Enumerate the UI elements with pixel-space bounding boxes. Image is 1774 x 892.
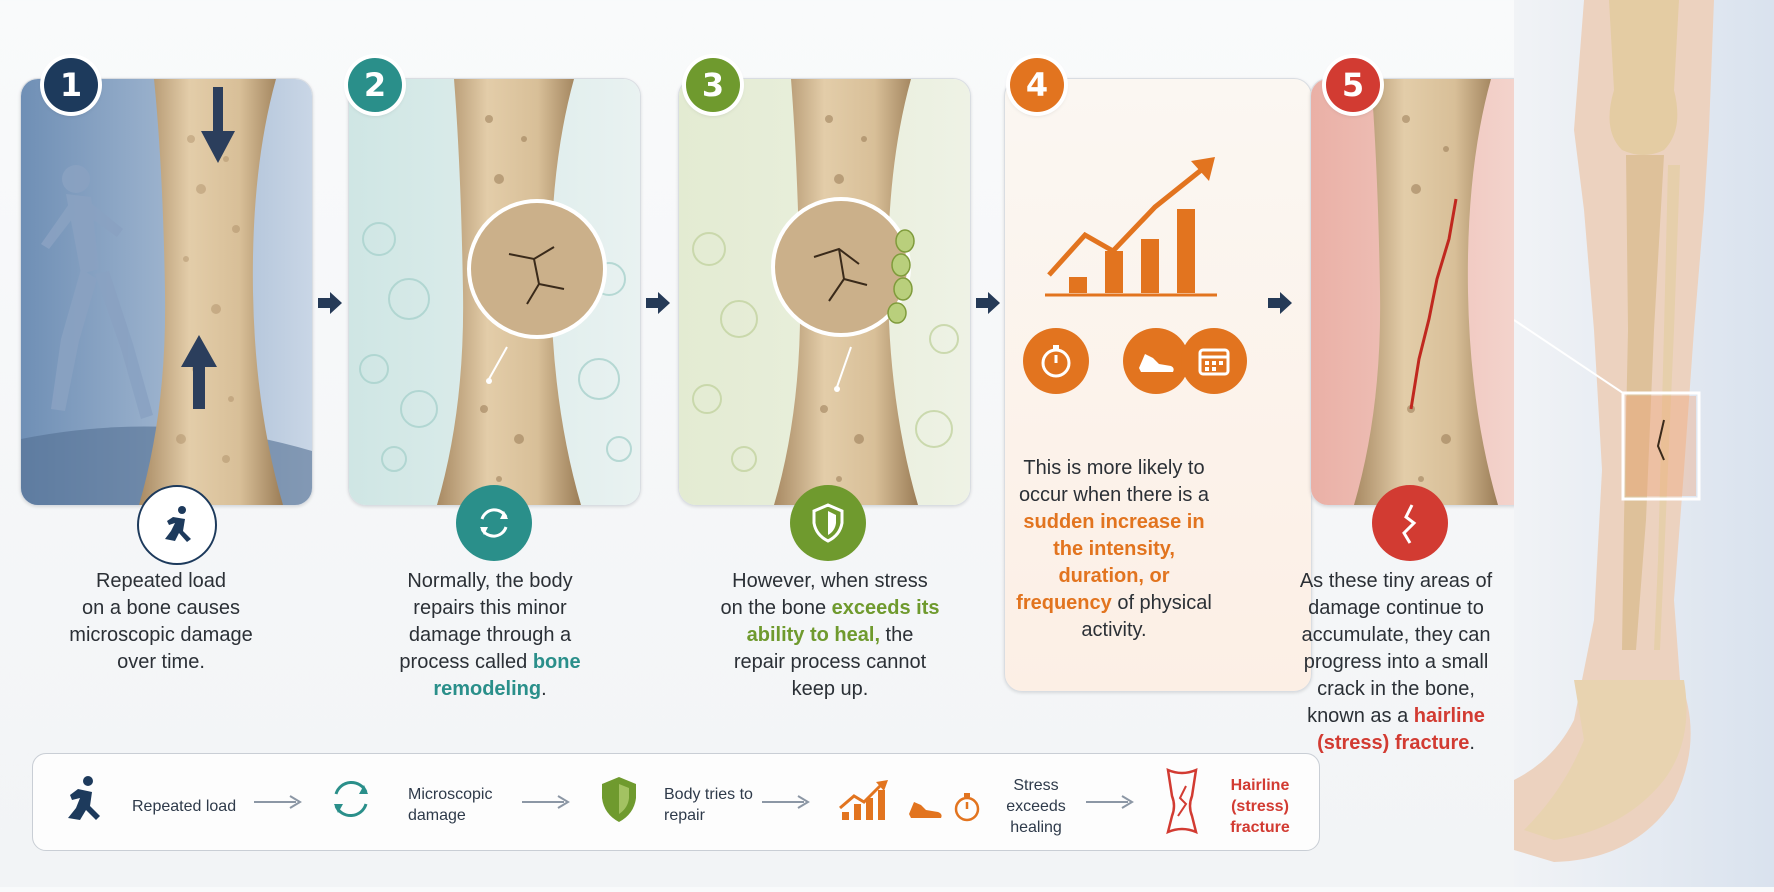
increase-chart-icon [1045,157,1217,297]
summary-arrow-1 [254,795,302,809]
summary-label-microscopic-damage: Microscopic damage [408,786,493,824]
summary-label-body-tries-repair: Body tries to repair [664,786,753,824]
panel-2-bone-remodeling [348,78,641,506]
summary-cycle-icon [334,781,368,817]
summary-arrow-2 [522,795,570,809]
step-3-caption: However, when stress on the bone exceeds… [720,570,940,700]
panel-3-exceeds-healing [678,78,971,506]
step-5-badge: 5 [1326,58,1380,112]
panel-1-bone-load [20,78,313,506]
runner-icon [137,485,217,565]
shield-icon [790,485,866,561]
summary-label-stress-exceeds-healing: Stress exceeds healing [1006,777,1066,836]
step-1-caption: Repeated load on a bone causes microscop… [69,570,253,673]
step-5-caption: As these tiny areas of damage continue t… [1299,570,1493,754]
summary-cracked-bone-icon [1166,767,1198,835]
summary-label-hairline-fracture: Hairline (stress) fracture [1230,777,1290,836]
leg-illustration [1513,0,1774,887]
arrow-step-3-to-4 [976,292,1000,314]
summary-shoe-icon [909,802,942,818]
shoe-icon [1123,328,1189,394]
summary-shield-icon [602,777,636,822]
step-2-badge: 2 [348,58,402,112]
summary-arrow-4 [1086,795,1134,809]
step-2-caption: Normally, the body repairs this minor da… [399,570,581,700]
summary-stopwatch-icon [954,793,980,822]
summary-chart-icon [839,780,888,820]
runner-silhouette [41,165,153,419]
arrow-step-1-to-2 [318,292,342,314]
panel-5-hairline-fracture [1310,78,1532,506]
cracked-bone-icon [1372,485,1448,561]
step-4-caption: This is more likely to occur when there … [1016,457,1212,641]
stopwatch-icon [1023,328,1089,394]
panel-4-activity-increase [1004,78,1312,692]
arrow-step-4-to-5 [1268,292,1292,314]
cycle-icon [456,485,532,561]
summary-label-repeated-load: Repeated load [132,798,237,815]
summary-arrow-3 [762,795,810,809]
step-3-badge: 3 [686,58,740,112]
summary-runner-icon [68,776,100,820]
step-4-badge: 4 [1010,58,1064,112]
calendar-icon [1181,328,1247,394]
step-1-badge: 1 [44,58,98,112]
arrow-step-2-to-3 [646,292,670,314]
